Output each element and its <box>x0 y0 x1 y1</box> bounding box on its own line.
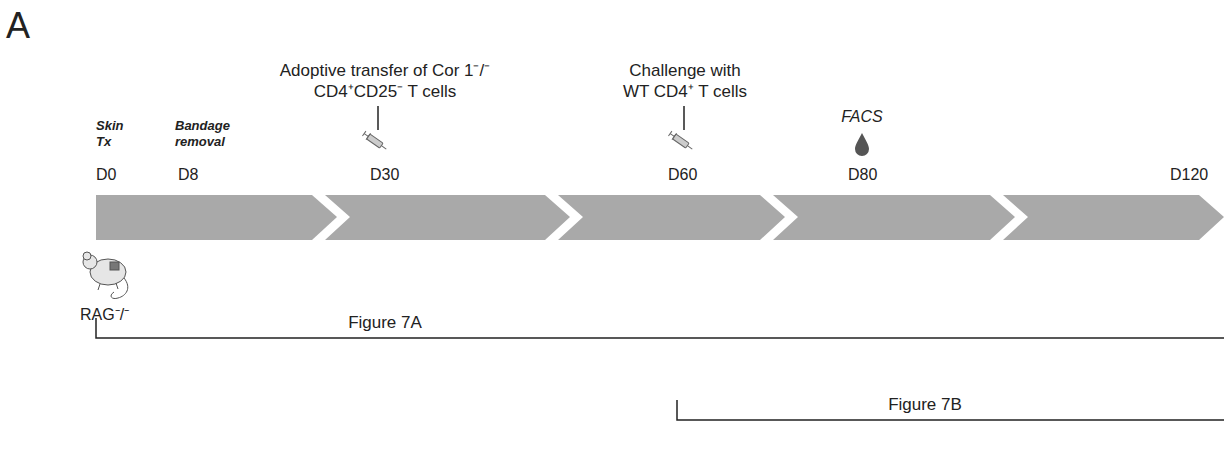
day-label: D8 <box>178 165 198 184</box>
figure-bracket <box>96 318 1224 420</box>
step-label: FACS <box>841 107 882 126</box>
step-label: Adoptive transfer of Cor 1⁻/⁻ CD4⁺CD25⁻ … <box>265 61 505 102</box>
panel-letter: A <box>6 4 30 47</box>
day-label: D80 <box>848 165 877 184</box>
figure-ref: Figure 7B <box>888 395 962 415</box>
day-label: D0 <box>96 165 116 184</box>
syringe-icon <box>362 130 695 152</box>
step-label: Skin Tx <box>96 118 138 149</box>
day-label: D30 <box>370 165 399 184</box>
strain-label: RAG⁻/⁻ <box>80 305 129 324</box>
blood-drop <box>855 133 869 156</box>
figure-ref: Figure 7A <box>348 313 422 333</box>
day-label: D60 <box>668 165 697 184</box>
timeline-band <box>96 195 1224 240</box>
mouse-icon <box>83 252 128 299</box>
day-label: D120 <box>1170 165 1208 184</box>
step-label: Bandage removal <box>175 118 247 149</box>
tick-marks <box>378 106 684 130</box>
step-label: Challenge with WT CD4⁺ T cells <box>615 61 755 102</box>
